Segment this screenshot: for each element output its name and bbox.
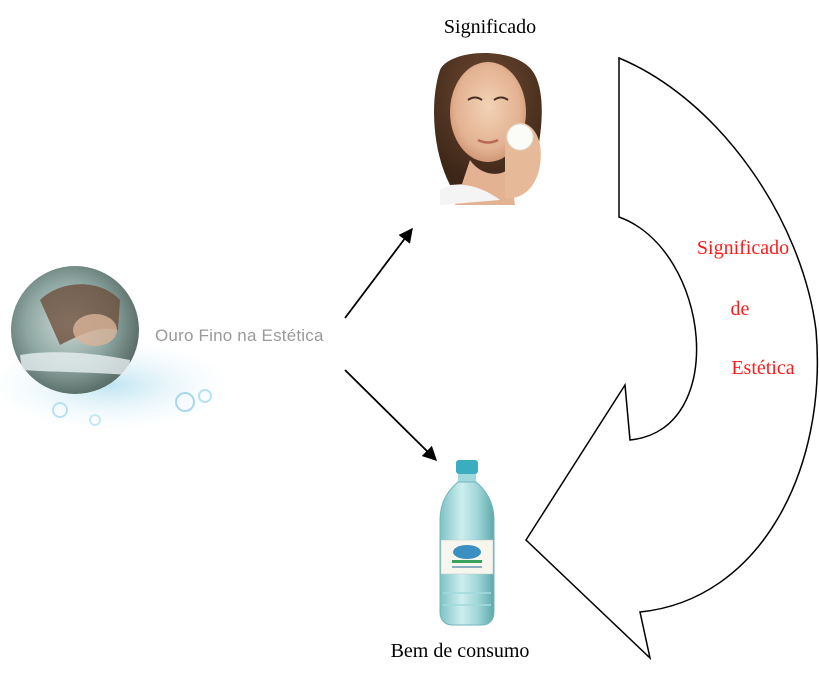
water-bottle-photo	[439, 460, 495, 626]
cycle-label-line-1: Significado	[696, 237, 790, 259]
significado-label: Significado	[443, 16, 537, 38]
curved-cycle-arrow	[525, 56, 819, 661]
cycle-label-line-3: Estética	[731, 357, 795, 379]
arrow-to-significado	[344, 227, 413, 319]
cycle-label-line-2: de	[730, 298, 750, 320]
arrow-to-bem-de-consumo	[344, 369, 438, 462]
logo-text: Ouro Fino na Estética	[155, 326, 324, 345]
bem-de-consumo-label: Bem de consumo	[390, 640, 530, 662]
woman-face-photo	[430, 52, 545, 205]
ouro-fino-logo-photo	[0, 266, 230, 430]
